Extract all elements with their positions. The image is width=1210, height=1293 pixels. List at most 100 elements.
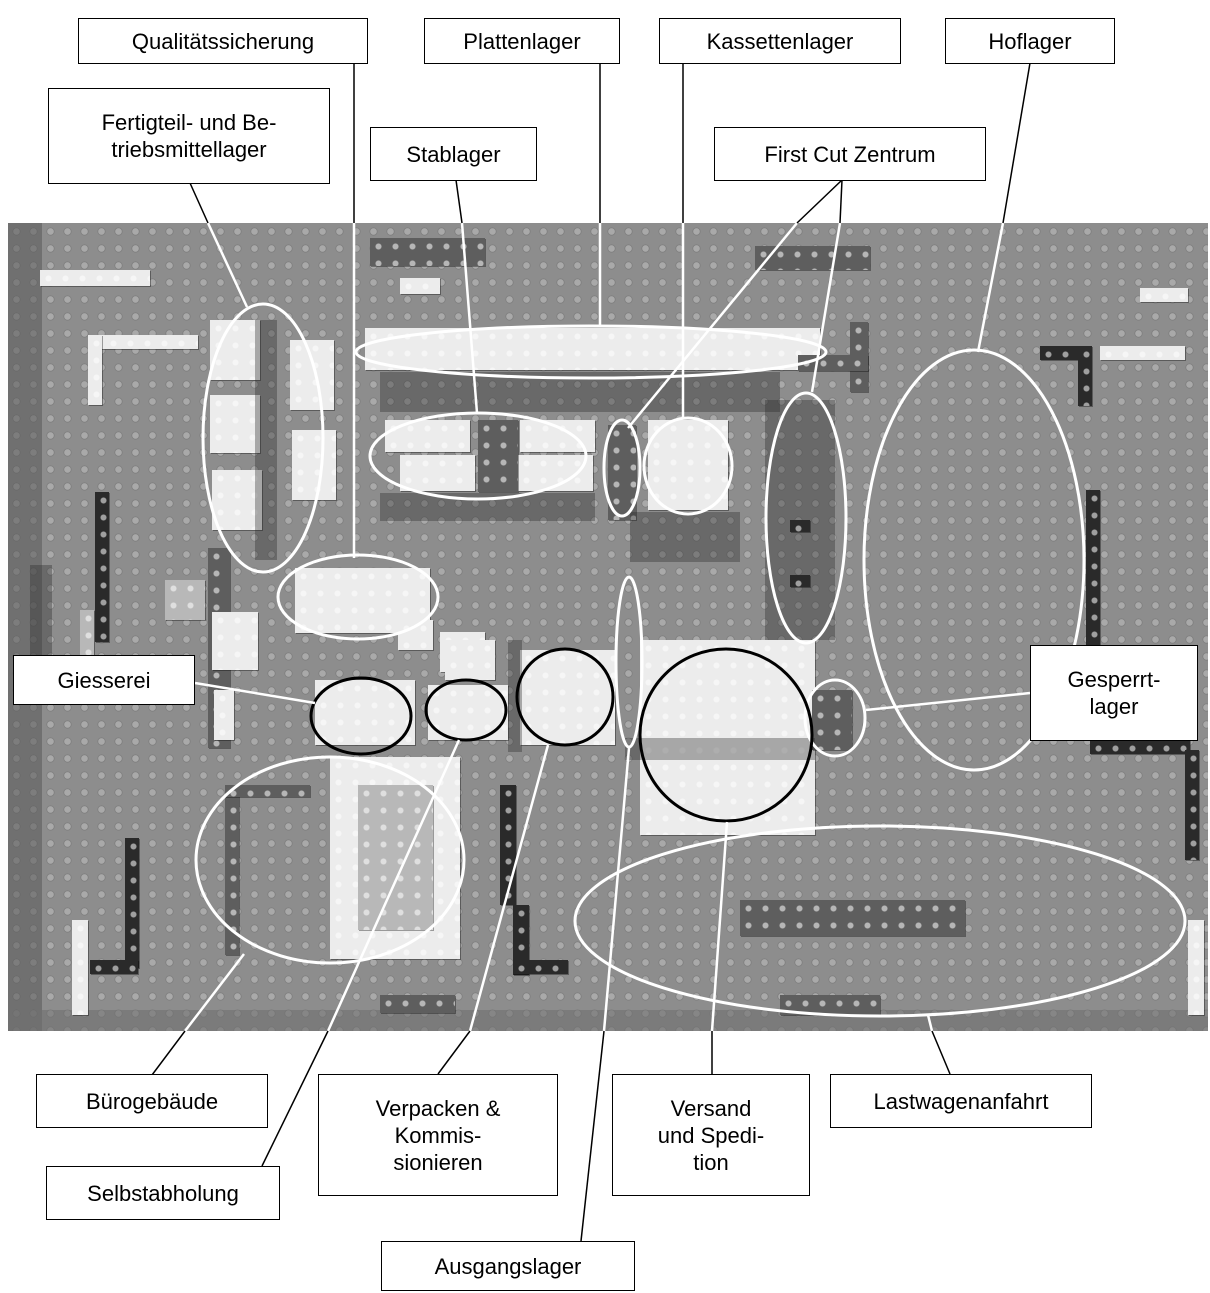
stablager-ellipse <box>368 411 588 501</box>
model-brick <box>780 995 880 1015</box>
plattenlager-ellipse <box>354 324 828 380</box>
model-brick <box>790 520 810 532</box>
model-brick <box>640 640 815 835</box>
label-buerogebaeude: Bürogebäude <box>36 1074 268 1128</box>
first-cut-large-ellipse <box>764 391 848 645</box>
leader-gesperrt-photo <box>865 691 1031 712</box>
leader-hoflager-photo <box>976 222 1005 353</box>
model-brick <box>214 690 234 740</box>
label-stablager: Stablager <box>370 127 537 181</box>
label-verpacken-kommissionieren: Verpacken & Kommis- sionieren <box>318 1074 558 1196</box>
model-brick <box>648 420 728 510</box>
model-brick <box>740 900 965 936</box>
model-brick <box>1040 346 1090 360</box>
model-brick <box>1100 346 1185 360</box>
leader-fertigteillager-photo <box>206 222 249 308</box>
label-ausgangslager: Ausgangslager <box>381 1241 635 1291</box>
model-brick <box>608 425 636 520</box>
giesserei-ellipse <box>309 676 413 756</box>
label-plattenlager: Plattenlager <box>424 18 620 64</box>
label-hoflager: Hoflager <box>945 18 1115 64</box>
model-brick <box>1185 750 1199 860</box>
label-first-cut-zentrum: First Cut Zentrum <box>714 127 986 181</box>
leader-ausgang-photo <box>602 747 631 1032</box>
model-brick <box>165 580 205 620</box>
model-brick <box>95 492 109 642</box>
model-brick <box>225 785 310 797</box>
model-brick <box>72 920 88 1015</box>
leader-verpacken <box>437 1030 471 1075</box>
leader-stab <box>455 179 463 224</box>
lastwagenanfahrt-ellipse <box>573 824 1187 1018</box>
model-shadow <box>630 512 740 562</box>
leader-firstcut1-photo <box>627 222 798 429</box>
model-brick <box>1078 346 1092 406</box>
label-giesserei: Giesserei <box>13 655 195 705</box>
leader-lastwagen-photo <box>926 1014 934 1032</box>
model-brick <box>225 785 239 955</box>
model-brick <box>290 340 334 410</box>
label-versand-spedition: Versand und Spedi- tion <box>612 1074 810 1196</box>
leader-selbst <box>261 1030 329 1167</box>
leader-buero-photo <box>184 953 245 1032</box>
model-brick <box>400 455 475 491</box>
model-brick <box>1090 740 1190 754</box>
model-brick <box>445 640 495 680</box>
model-brick <box>358 785 433 930</box>
versand-ellipse <box>638 647 814 823</box>
leader-hoflager <box>1002 62 1031 224</box>
fertigteillager-ellipse <box>201 302 325 574</box>
model-brick <box>513 905 529 975</box>
label-qualitaetssicherung: Qualitätssicherung <box>78 18 368 64</box>
model-brick <box>520 650 615 745</box>
model-brick <box>212 612 258 670</box>
hoflager-ellipse <box>862 348 1086 772</box>
model-shadow <box>625 738 815 760</box>
verpacken-ellipse <box>515 647 615 747</box>
model-brick <box>365 328 820 370</box>
label-selbstabholung: Selbstabholung <box>46 1166 280 1220</box>
model-brick <box>88 335 102 405</box>
label-lastwagenanfahrt: Lastwagenanfahrt <box>830 1074 1092 1128</box>
kassettenlager-ellipse <box>642 416 734 516</box>
leader-fertigteillager <box>189 182 209 224</box>
leader-selbst-photo <box>326 739 461 1032</box>
model-brick <box>90 960 138 974</box>
model-brick <box>513 960 568 974</box>
model-shadow <box>255 320 277 560</box>
label-gesperrtlager: Gesperrt- lager <box>1030 645 1198 741</box>
model-brick <box>1140 288 1188 302</box>
model-brick <box>40 270 150 286</box>
leader-firstcut2 <box>839 179 843 224</box>
model-brick <box>125 838 139 968</box>
model-brick <box>400 278 440 294</box>
leader-verpacken-photo <box>468 744 550 1032</box>
label-kassettenlager: Kassettenlager <box>659 18 901 64</box>
leader-firstcut2-photo <box>810 222 842 393</box>
leader-giesserei-photo <box>194 681 316 705</box>
label-fertigteillager: Fertigteil- und Be- triebsmittellager <box>48 88 330 184</box>
leader-buero <box>151 1030 186 1076</box>
model-brick <box>292 430 336 500</box>
model-brick <box>478 420 518 492</box>
model-brick <box>212 470 262 530</box>
ausgangslager-ellipse <box>614 575 644 749</box>
leader-versand-photo <box>710 821 729 1032</box>
model-shadow <box>508 640 522 752</box>
first-cut-small-ellipse <box>602 418 642 518</box>
leader-ausgang <box>580 1030 605 1242</box>
model-brick <box>210 395 260 453</box>
gesperrtlager-ellipse <box>803 678 867 758</box>
qualitaetssicherung-ellipse <box>276 553 440 641</box>
model-brick <box>380 995 455 1013</box>
leader-firstcut1 <box>796 179 843 224</box>
model-brick <box>88 335 198 349</box>
model-brick <box>812 690 852 750</box>
selbstabholung-ellipse <box>424 678 508 742</box>
leader-lastwagen <box>931 1030 951 1075</box>
leader-stab-photo <box>460 222 479 414</box>
buerogebaeude-ellipse <box>194 755 466 965</box>
baseplate-left-edge <box>8 223 42 1031</box>
